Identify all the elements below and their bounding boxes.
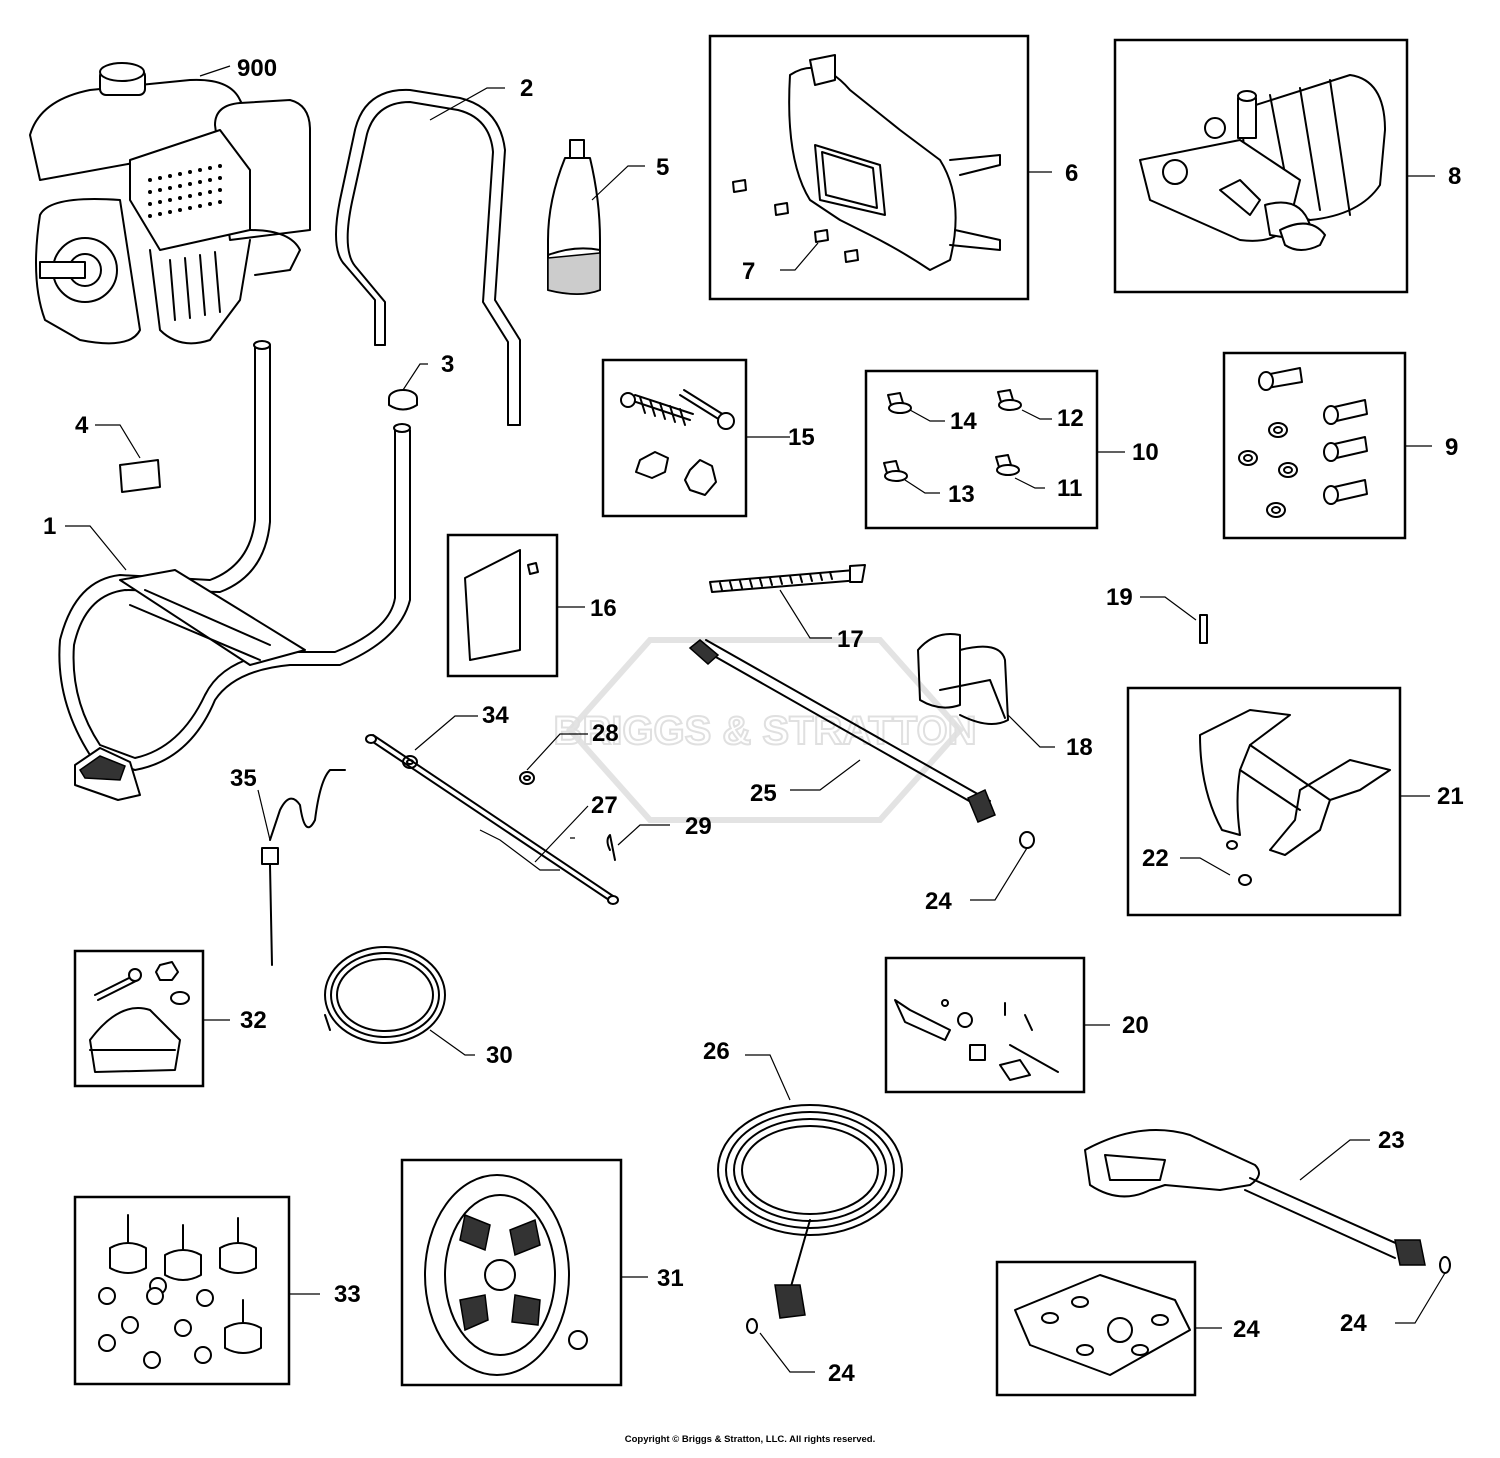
bottle-5[interactable] bbox=[547, 139, 601, 295]
label-12: 12 bbox=[1057, 405, 1084, 432]
label-24c: 24 bbox=[1233, 1316, 1260, 1343]
o-ring-kit-24c[interactable] bbox=[1014, 1274, 1191, 1376]
frame-1[interactable] bbox=[58, 340, 411, 801]
nozzle-14[interactable] bbox=[887, 392, 912, 414]
label-28: 28 bbox=[592, 720, 619, 747]
o-ring-24a[interactable] bbox=[1019, 831, 1035, 849]
holder-18[interactable] bbox=[917, 633, 1009, 725]
label-21: 21 bbox=[1437, 783, 1464, 810]
label-6: 6 bbox=[1065, 160, 1078, 187]
label-27: 27 bbox=[591, 792, 618, 819]
watermark-text: BRIGGS & STRATTON bbox=[554, 709, 977, 753]
label-16: 16 bbox=[590, 595, 617, 622]
label-23: 23 bbox=[1378, 1127, 1405, 1154]
bolts-7[interactable] bbox=[732, 179, 859, 263]
box-9 bbox=[1222, 351, 1407, 540]
box-16 bbox=[446, 533, 559, 678]
label-26: 26 bbox=[703, 1038, 730, 1065]
label-25: 25 bbox=[750, 780, 777, 807]
hose-26[interactable] bbox=[717, 1104, 903, 1319]
label-13: 13 bbox=[948, 481, 975, 508]
label-900: 900 bbox=[237, 55, 277, 82]
gun-23[interactable] bbox=[1084, 1129, 1426, 1266]
box-8 bbox=[1113, 38, 1409, 294]
o-ring-24d[interactable] bbox=[1439, 1256, 1451, 1274]
guard-21[interactable] bbox=[1199, 709, 1391, 856]
label-17: 17 bbox=[837, 626, 864, 653]
box-32 bbox=[73, 949, 205, 1088]
nozzle-12[interactable] bbox=[997, 389, 1022, 411]
nozzle-13[interactable] bbox=[883, 460, 908, 482]
label-31: 31 bbox=[657, 1265, 684, 1292]
label-29: 29 bbox=[685, 813, 712, 840]
label-34: 34 bbox=[482, 702, 509, 729]
box-31 bbox=[400, 1158, 623, 1387]
engine-900[interactable] bbox=[29, 62, 311, 345]
box-6 bbox=[708, 34, 1030, 301]
dipstick-35[interactable] bbox=[261, 769, 346, 966]
panel-16[interactable] bbox=[464, 549, 539, 661]
decal-4[interactable] bbox=[119, 459, 161, 493]
label-33: 33 bbox=[334, 1281, 361, 1308]
o-ring-24b[interactable] bbox=[746, 1318, 758, 1334]
label-35: 35 bbox=[230, 765, 257, 792]
box-15 bbox=[601, 358, 748, 518]
foot-32[interactable] bbox=[89, 961, 190, 1073]
label-24d: 24 bbox=[1340, 1310, 1367, 1337]
label-1: 1 bbox=[43, 513, 56, 540]
hardware-9[interactable] bbox=[1238, 367, 1368, 518]
label-20: 20 bbox=[1122, 1012, 1149, 1039]
knob-bolts-15[interactable] bbox=[620, 389, 735, 496]
strap-17[interactable] bbox=[709, 564, 866, 593]
label-9: 9 bbox=[1445, 434, 1458, 461]
label-11: 11 bbox=[1057, 475, 1082, 502]
label-30: 30 bbox=[486, 1042, 513, 1069]
handle-2[interactable] bbox=[335, 88, 521, 426]
label-18: 18 bbox=[1066, 734, 1093, 761]
briggs-watermark: BRIGGS & STRATTON bbox=[553, 637, 977, 823]
label-14: 14 bbox=[950, 408, 977, 435]
clip-29[interactable] bbox=[606, 834, 616, 861]
hose-30[interactable] bbox=[324, 946, 446, 1044]
label-7: 7 bbox=[742, 258, 755, 285]
bracket-6[interactable] bbox=[788, 54, 1001, 271]
part-labels: 900 2 5 6 7 8 3 4 1 15 14 12 10 13 11 9 … bbox=[43, 55, 1464, 1387]
label-24b: 24 bbox=[828, 1360, 855, 1387]
screws-22[interactable] bbox=[1226, 840, 1252, 886]
pin-19[interactable] bbox=[1199, 614, 1208, 644]
label-32: 32 bbox=[240, 1007, 267, 1034]
washer-28[interactable] bbox=[519, 771, 535, 785]
label-19: 19 bbox=[1106, 584, 1133, 611]
lance-25[interactable] bbox=[688, 639, 996, 823]
label-4: 4 bbox=[75, 412, 89, 439]
cap-3[interactable] bbox=[388, 389, 418, 411]
box-21 bbox=[1126, 686, 1402, 917]
box-10 bbox=[864, 369, 1099, 530]
label-10: 10 bbox=[1132, 439, 1159, 466]
kit-20[interactable] bbox=[894, 999, 1059, 1081]
label-8: 8 bbox=[1448, 163, 1461, 190]
label-15: 15 bbox=[788, 424, 815, 451]
pump-8[interactable] bbox=[1139, 74, 1386, 251]
label-24a: 24 bbox=[925, 888, 952, 915]
copyright-notice: Copyright © Briggs & Stratton, LLC. All … bbox=[624, 1434, 876, 1445]
nozzle-11[interactable] bbox=[995, 454, 1020, 476]
axle-27[interactable] bbox=[365, 734, 619, 905]
label-22: 22 bbox=[1142, 845, 1169, 872]
label-5: 5 bbox=[656, 154, 669, 181]
box-33 bbox=[73, 1195, 291, 1386]
wheel-31[interactable] bbox=[424, 1174, 588, 1376]
mounts-33[interactable] bbox=[98, 1214, 262, 1369]
label-3: 3 bbox=[441, 351, 454, 378]
leader-lines bbox=[65, 65, 1446, 1373]
label-2: 2 bbox=[520, 75, 533, 102]
